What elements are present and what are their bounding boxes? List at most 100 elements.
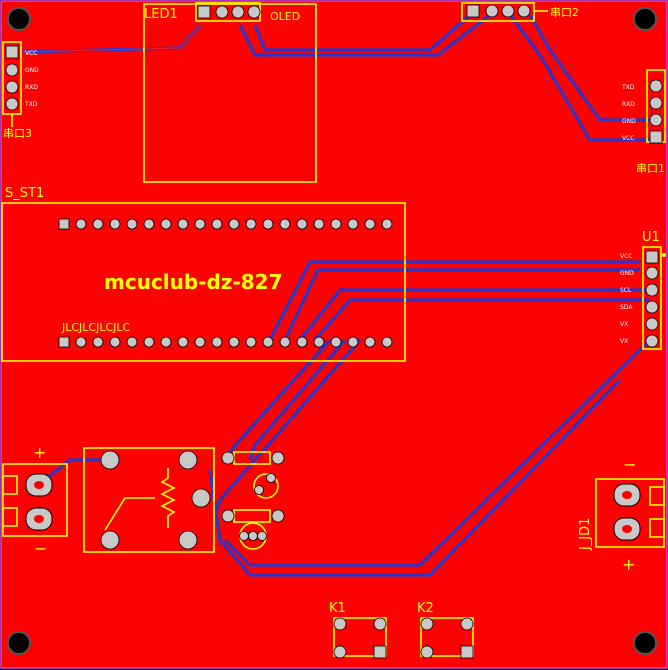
trace <box>298 288 650 341</box>
u1-pin-label: SDA <box>620 304 633 311</box>
oled-pin-1 <box>197 5 211 19</box>
trace <box>238 13 491 57</box>
board-title: mcuclub-dz-827 <box>104 270 283 294</box>
relay-pin <box>100 530 120 550</box>
led1-label: LED1 <box>144 7 178 22</box>
trace <box>253 13 472 52</box>
u1-pin-label: SCL <box>620 287 632 294</box>
u1-pin-label: VCC <box>620 253 632 260</box>
k2-pad <box>420 645 434 659</box>
right-terminal: − + J_JD1 <box>578 455 665 574</box>
mcu-top-pin <box>160 218 172 230</box>
led-outline <box>253 473 279 499</box>
port1-pin-4 <box>649 130 663 144</box>
mcu-bottom-pin <box>126 336 138 348</box>
right-terminal-hole <box>622 491 632 499</box>
k2-pad <box>460 617 474 631</box>
u1-pin-5 <box>645 317 659 331</box>
port1-label: 串口1 <box>636 162 665 175</box>
mcu-top-pin <box>92 218 104 230</box>
mcu-bottom-pin <box>347 336 359 348</box>
trace <box>248 338 347 461</box>
mcu-bottom-pin <box>58 336 70 348</box>
transistor-pad <box>239 531 249 541</box>
port2-pin-2 <box>485 4 499 18</box>
port3-label: 串口3 <box>3 127 32 140</box>
u1-pin-label: GND <box>620 270 634 277</box>
relay <box>83 447 215 553</box>
port2-outline <box>461 2 535 22</box>
oled-pin-3 <box>231 5 245 19</box>
port2-pin-1 <box>466 4 480 18</box>
u1-pin-2 <box>645 266 659 280</box>
port3-pin-3 <box>5 80 19 94</box>
mcu-top-pin <box>381 218 393 230</box>
mcu-bottom-pin <box>109 336 121 348</box>
mcu-bottom-pin <box>211 336 223 348</box>
right-terminal-tab <box>649 518 665 538</box>
pin1-marker <box>662 253 666 257</box>
resistor-pad <box>221 451 235 465</box>
mcu-top-pin <box>143 218 155 230</box>
port3-pin-2 <box>5 63 19 77</box>
mcu-bottom-pin <box>313 336 325 348</box>
mcu-bottom-pin <box>330 336 342 348</box>
oled-module: LED1 OLED <box>143 2 317 183</box>
relay-outline <box>83 447 215 553</box>
minus-left: − <box>34 539 47 558</box>
port1-header: TXD RXD GND VCC 串口1 <box>621 69 666 175</box>
u1-pin-6 <box>645 334 659 348</box>
u1-pin-3 <box>645 283 659 297</box>
port3-pin-4 <box>5 97 19 111</box>
left-terminal-hole <box>34 481 44 489</box>
mcu-top-pin <box>126 218 138 230</box>
mcu-bottom-pin <box>228 336 240 348</box>
relay-pin <box>191 488 211 508</box>
trace <box>208 378 622 577</box>
mounting-hole-tl <box>7 7 31 31</box>
k2-pad <box>420 617 434 631</box>
oled-text: OLED <box>270 10 300 23</box>
trace <box>313 298 650 342</box>
port3-header: VCC GND RXD TXD 串口3 <box>2 41 39 140</box>
trace <box>528 14 650 122</box>
mcu-bottom-pin-row <box>58 336 393 348</box>
k1-pad <box>333 617 347 631</box>
port2-pin-4 <box>517 4 531 18</box>
k1-label: K1 <box>329 601 346 616</box>
port3-pin-label: TXD <box>24 101 38 108</box>
u1-pin-label: VX <box>620 338 628 345</box>
left-terminal-tab <box>2 507 18 527</box>
port3-pin-label: VCC <box>25 50 37 57</box>
trace <box>19 24 201 53</box>
led-pad <box>266 473 276 483</box>
button-k1: K1 <box>329 601 387 659</box>
port3-pin-1 <box>5 45 19 59</box>
trace <box>508 14 650 142</box>
right-terminal-outline <box>595 478 665 548</box>
relay-pin <box>178 450 198 470</box>
port1-pin-label: RXD <box>622 101 635 108</box>
port1-pin-1 <box>649 79 663 93</box>
transistor-pad <box>248 531 258 541</box>
right-terminal-hole <box>622 525 632 533</box>
mcu-bottom-pin <box>160 336 172 348</box>
mcu-top-pin <box>364 218 376 230</box>
port1-pin-3 <box>649 113 663 127</box>
port1-pin-2 <box>649 96 663 110</box>
mounting-hole-bl <box>7 631 31 655</box>
plus-left: + <box>33 443 46 462</box>
mcu-bottom-pin <box>262 336 274 348</box>
oled-pin-2 <box>215 5 229 19</box>
port2-header: 串口2 <box>461 2 579 22</box>
mcu-top-pin <box>313 218 325 230</box>
mcu-bottom-pin <box>92 336 104 348</box>
mcu-bottom-pin <box>279 336 291 348</box>
u1-label: U1 <box>642 230 660 245</box>
mcu-top-pin <box>58 218 70 230</box>
mcu-bottom-pin <box>75 336 87 348</box>
mcu-top-pin <box>245 218 257 230</box>
trace <box>223 338 652 567</box>
